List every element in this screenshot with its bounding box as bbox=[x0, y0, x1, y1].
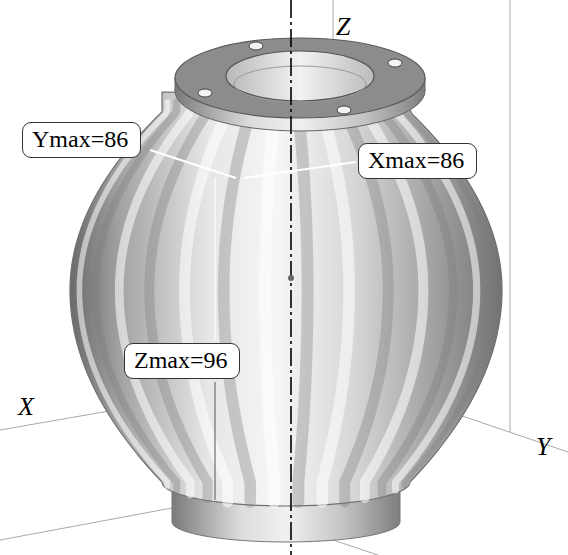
flute-ridge bbox=[322, 102, 349, 502]
axis-label: Z bbox=[336, 12, 350, 42]
bore-wall bbox=[234, 66, 366, 102]
flange-top bbox=[175, 38, 425, 118]
axis-label: X bbox=[18, 392, 34, 422]
bolt-hole bbox=[198, 89, 212, 97]
box-edge bbox=[510, 0, 511, 432]
bolt-hole bbox=[337, 106, 351, 114]
flutes bbox=[79, 102, 492, 502]
center-mark bbox=[288, 275, 294, 281]
leader-line bbox=[215, 382, 216, 500]
dimension-value: Ymax=86 bbox=[32, 124, 131, 154]
flute-groove bbox=[96, 102, 177, 490]
leader-line bbox=[214, 178, 216, 340]
callout-box: Zmax=96 bbox=[124, 343, 240, 379]
flute-groove bbox=[149, 102, 207, 498]
leader-line bbox=[150, 150, 236, 178]
flute-ridge bbox=[265, 102, 274, 502]
leader-line bbox=[244, 162, 356, 178]
dimension-value: Xmax=86 bbox=[368, 145, 467, 175]
axis-label: Y bbox=[536, 432, 550, 462]
callout-box: Ymax=86 bbox=[22, 122, 141, 158]
bolt-hole bbox=[249, 42, 263, 50]
dimension-value: Zmax=96 bbox=[134, 345, 230, 375]
flute-groove bbox=[298, 102, 307, 502]
bolt-hole bbox=[388, 59, 402, 67]
callout-box: Xmax=86 bbox=[358, 143, 477, 179]
flute-groove bbox=[224, 102, 251, 502]
center-bore bbox=[226, 51, 374, 101]
